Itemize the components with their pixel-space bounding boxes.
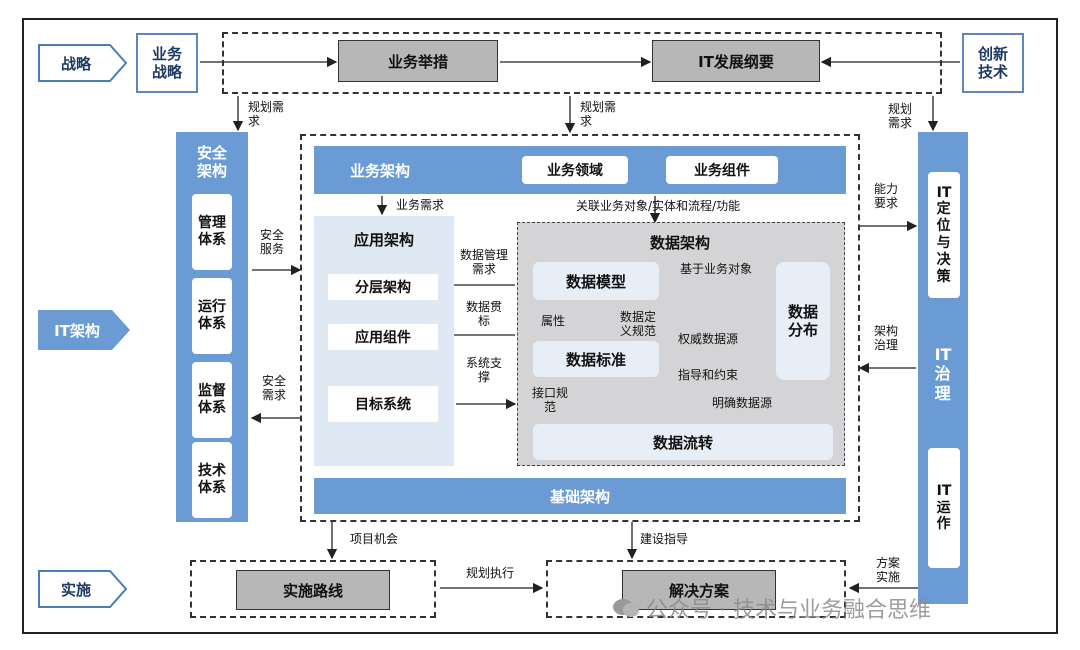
biz-component-box: 业务组件 [666, 156, 778, 184]
innovation-box: 创新 技术 [962, 33, 1024, 93]
data-mgmt-req-label: 数据管理 需求 [460, 248, 509, 277]
biz-domain-box: 业务领域 [522, 156, 628, 184]
infra-bar: 基础架构 [314, 478, 846, 514]
biz-strategy-box: 业务 战略 [136, 33, 198, 93]
security-req-label: 安全 需求 [262, 374, 287, 403]
solution-impl-label: 方案 实施 [876, 556, 901, 585]
plan-req-label-2: 规划需 求 [580, 100, 617, 129]
strategy-arrow: 战略 [38, 44, 128, 82]
data-standard-box: 数据标准 [533, 341, 659, 377]
project-opp-label: 项目机会 [350, 532, 399, 546]
solution-box: 解决方案 [622, 570, 776, 610]
biz-arch-title: 业务架构 [349, 161, 410, 180]
layered-arch-box: 分层架构 [328, 274, 438, 300]
it-arch-label: IT架构 [54, 321, 100, 340]
biz-req-label: 业务需求 [396, 198, 445, 212]
tech-system-box: 技术 体系 [192, 442, 232, 518]
wechat-icon [612, 597, 640, 619]
main-dashed-frame [300, 134, 860, 522]
security-service-label: 安全 服务 [260, 228, 285, 257]
it-position-box: IT 定 位 与 决 策 [928, 172, 960, 298]
data-flow-box: 数据流转 [533, 424, 833, 460]
app-component-box: 应用组件 [328, 324, 438, 350]
it-ops-box: IT 运 作 [928, 448, 960, 568]
watermark-text: 公众号 · 技术与业务融合思维 [646, 598, 931, 623]
outer-frame [22, 18, 1058, 634]
implement-arrow: 实施 [38, 570, 128, 608]
plan-req-label-3: 规划 需求 [888, 102, 913, 131]
implement-label: 实施 [60, 580, 91, 599]
strategy-label: 战略 [60, 54, 91, 73]
supervision-system-box: 监督 体系 [192, 362, 232, 438]
solution-dashed-frame [546, 560, 846, 618]
data-def-spec-label: 数据定 义规范 [620, 310, 657, 339]
it-outline-box: IT发展纲要 [652, 40, 820, 82]
security-title: 安全 架构 [196, 144, 227, 180]
based-on-obj-label: 基于业务对象 [680, 262, 753, 276]
build-guide-label: 建设指导 [640, 532, 689, 546]
biz-measures-box: 业务举措 [338, 40, 498, 82]
data-through-label: 数据贯 标 [466, 300, 503, 329]
top-dashed-frame [222, 32, 942, 94]
attr-label: 属性 [541, 314, 566, 328]
it-arch-arrow: IT架构 [38, 310, 130, 350]
system-support-label: 系统支 撑 [466, 356, 503, 385]
ops-system-box: 运行 体系 [192, 278, 232, 354]
auth-source-label: 权威数据源 [678, 332, 739, 346]
plan-req-label-1: 规划需 求 [248, 100, 285, 129]
target-system-box: 目标系统 [328, 386, 438, 422]
assoc-label: 关联业务对象/实体和流程/功能 [576, 199, 741, 213]
arch-gov-label: 架构 治理 [874, 324, 899, 353]
data-arch-title: 数据架构 [649, 233, 710, 252]
data-distribution-box: 数据 分布 [776, 262, 830, 380]
it-gov-label: IT 治 理 [934, 345, 952, 403]
plan-exec-label: 规划执行 [466, 566, 515, 580]
mgmt-system-box: 管理 体系 [192, 194, 232, 270]
capability-req-label: 能力 要求 [874, 182, 899, 211]
watermark: 公众号 · 技术与业务融合思维 [612, 588, 1052, 628]
app-arch-title: 应用架构 [353, 230, 414, 249]
data-model-box: 数据模型 [533, 262, 659, 300]
interface-spec-label: 接口规 范 [532, 386, 569, 415]
roadmap-dashed-frame [190, 560, 436, 618]
guide-constraint-label: 指导和约束 [678, 368, 739, 382]
clear-source-label: 明确数据源 [712, 396, 773, 410]
roadmap-box: 实施路线 [236, 570, 390, 610]
